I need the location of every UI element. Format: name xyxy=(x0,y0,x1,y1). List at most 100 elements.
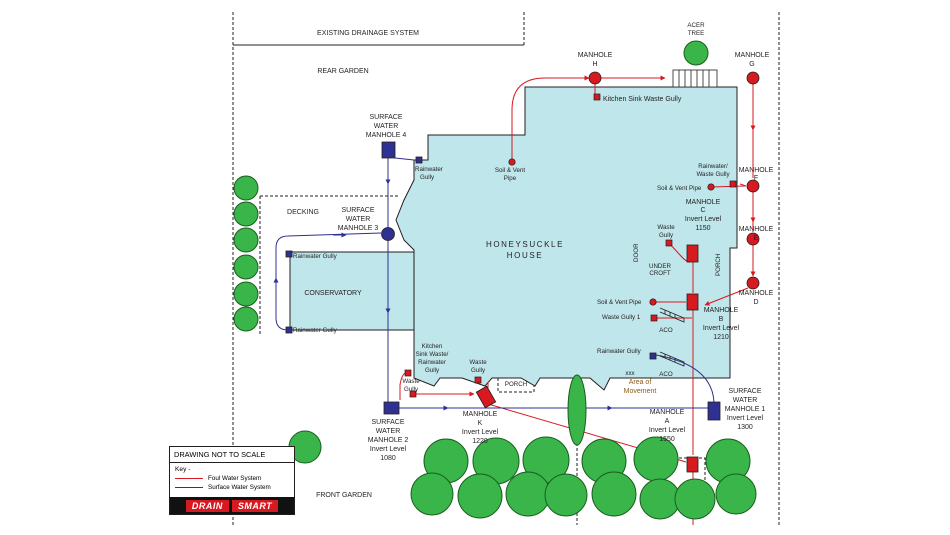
svg-text:1210: 1210 xyxy=(713,334,729,341)
sw-manhole-4-icon xyxy=(381,141,396,159)
surface-water-runs xyxy=(273,157,715,411)
svg-text:HOUSE: HOUSE xyxy=(507,251,543,260)
brand-left: DRAIN xyxy=(185,499,229,512)
manhole-k-icon xyxy=(475,385,497,409)
svg-text:DOOR: DOOR xyxy=(633,243,640,262)
foul-chambers xyxy=(475,244,699,473)
svg-text:SURFACE: SURFACE xyxy=(341,207,374,214)
legend-surface-row: Surface Water System xyxy=(170,483,294,492)
svg-text:Rainwater Gully: Rainwater Gully xyxy=(293,327,338,334)
svg-text:UNDER: UNDER xyxy=(649,263,672,270)
svg-text:H: H xyxy=(592,61,597,68)
svg-text:Gully: Gully xyxy=(420,174,435,181)
svg-text:Kitchen: Kitchen xyxy=(422,343,443,350)
svg-text:MANHOLE 2: MANHOLE 2 xyxy=(368,437,409,444)
svg-text:MANHOLE: MANHOLE xyxy=(739,290,774,297)
svg-text:ACER: ACER xyxy=(687,22,705,29)
svg-text:Soil & Vent Pipe: Soil & Vent Pipe xyxy=(597,299,642,306)
surface-line-swatch xyxy=(175,487,203,488)
svg-text:Gully: Gully xyxy=(425,367,440,374)
svg-text:1300: 1300 xyxy=(737,424,753,431)
svg-text:Gully: Gully xyxy=(471,367,486,374)
svg-text:Invert Level: Invert Level xyxy=(462,429,499,436)
plan-labels: EXISTING DRAINAGE SYSTEM REAR GARDEN FRO… xyxy=(287,22,774,499)
svg-text:E: E xyxy=(754,235,759,242)
acer-grating xyxy=(672,69,718,88)
manhole-f-icon xyxy=(746,179,760,193)
svg-text:Invert Level: Invert Level xyxy=(370,446,407,453)
foul-line-swatch xyxy=(175,478,203,479)
manhole-c-icon xyxy=(686,244,699,263)
svg-text:CROFT: CROFT xyxy=(649,270,671,277)
svg-text:CONSERVATORY: CONSERVATORY xyxy=(304,290,362,297)
svg-text:MANHOLE: MANHOLE xyxy=(578,52,613,59)
svg-text:B: B xyxy=(719,316,724,323)
legend-key-title: Key - xyxy=(175,466,191,473)
drain-smart-logo: DRAIN SMART xyxy=(170,497,294,514)
conservatory-outline xyxy=(289,251,415,331)
svg-text:HONEYSUCKLE: HONEYSUCKLE xyxy=(486,240,564,249)
svg-text:Area of: Area of xyxy=(629,379,652,386)
legend-header: DRAWING NOT TO SCALE xyxy=(170,447,294,463)
svg-text:Kitchen Sink Waste Gully: Kitchen Sink Waste Gully xyxy=(603,96,682,103)
svg-text:EXISTING DRAINAGE SYSTEM: EXISTING DRAINAGE SYSTEM xyxy=(317,30,419,37)
svg-text:Rainwater: Rainwater xyxy=(418,359,446,366)
svg-text:Movement: Movement xyxy=(624,388,657,395)
svg-text:F: F xyxy=(754,175,758,182)
surface-manholes xyxy=(285,141,721,421)
manhole-g-icon xyxy=(746,71,760,85)
house-outline xyxy=(395,86,738,391)
svg-text:1220: 1220 xyxy=(472,438,488,445)
legend-foul-row: Foul Water System xyxy=(170,474,294,483)
svg-text:WATER: WATER xyxy=(376,428,401,435)
svg-text:ACO: ACO xyxy=(659,371,673,378)
svg-text:Rainwater Gully: Rainwater Gully xyxy=(293,253,338,260)
svg-text:Pipe: Pipe xyxy=(504,175,517,182)
manhole-e-icon xyxy=(746,232,760,246)
svg-text:REAR GARDEN: REAR GARDEN xyxy=(317,68,368,75)
manhole-a-icon xyxy=(686,456,699,473)
svg-text:PORCH: PORCH xyxy=(715,254,722,276)
svg-text:Soil & Vent Pipe: Soil & Vent Pipe xyxy=(657,185,702,192)
svg-text:Invert Level: Invert Level xyxy=(703,325,740,332)
svg-text:Invert Level: Invert Level xyxy=(727,415,764,422)
svg-text:Waste: Waste xyxy=(657,224,675,231)
svg-text:DECKING: DECKING xyxy=(287,209,319,216)
brand-right: SMART xyxy=(231,499,279,512)
svg-text:Waste: Waste xyxy=(469,359,487,366)
svg-text:MANHOLE 3: MANHOLE 3 xyxy=(338,225,379,232)
svg-text:1150: 1150 xyxy=(695,225,710,232)
svg-text:MANHOLE: MANHOLE xyxy=(735,52,770,59)
svg-text:ACO: ACO xyxy=(659,327,673,334)
trees xyxy=(233,40,757,520)
svg-text:1080: 1080 xyxy=(380,455,396,462)
svg-text:A: A xyxy=(665,418,670,425)
manhole-b-icon xyxy=(686,293,699,311)
svg-text:TREE: TREE xyxy=(688,30,705,37)
svg-text:WATER: WATER xyxy=(733,397,758,404)
svg-text:MANHOLE: MANHOLE xyxy=(686,199,721,206)
svg-text:C: C xyxy=(700,207,705,214)
svg-text:Sink Waste/: Sink Waste/ xyxy=(416,351,449,358)
svg-text:MANHOLE: MANHOLE xyxy=(739,226,774,233)
svg-text:K: K xyxy=(478,420,483,427)
svg-text:Soil & Vent: Soil & Vent xyxy=(495,167,526,174)
svg-text:D: D xyxy=(753,299,758,306)
svg-text:Rainwater/: Rainwater/ xyxy=(698,163,728,170)
svg-text:SURFACE: SURFACE xyxy=(728,388,761,395)
svg-text:MANHOLE 1: MANHOLE 1 xyxy=(725,406,766,413)
sw-manhole-2-icon xyxy=(383,401,400,415)
svg-text:Rainwater Gully: Rainwater Gully xyxy=(597,348,642,355)
svg-text:MANHOLE: MANHOLE xyxy=(650,409,685,416)
manhole-d-icon xyxy=(746,276,760,290)
foul-gullies xyxy=(404,93,737,398)
svg-text:Rainwater: Rainwater xyxy=(415,166,443,173)
svg-text:SURFACE: SURFACE xyxy=(371,419,404,426)
svg-text:MANHOLE: MANHOLE xyxy=(704,307,739,314)
svg-text:1550: 1550 xyxy=(659,436,675,443)
legend-foul-label: Foul Water System xyxy=(208,475,262,482)
svg-text:Invert Level: Invert Level xyxy=(685,216,722,223)
manhole-h-icon xyxy=(588,71,602,85)
svg-text:WATER: WATER xyxy=(346,216,371,223)
svg-text:PORCH: PORCH xyxy=(505,381,527,388)
